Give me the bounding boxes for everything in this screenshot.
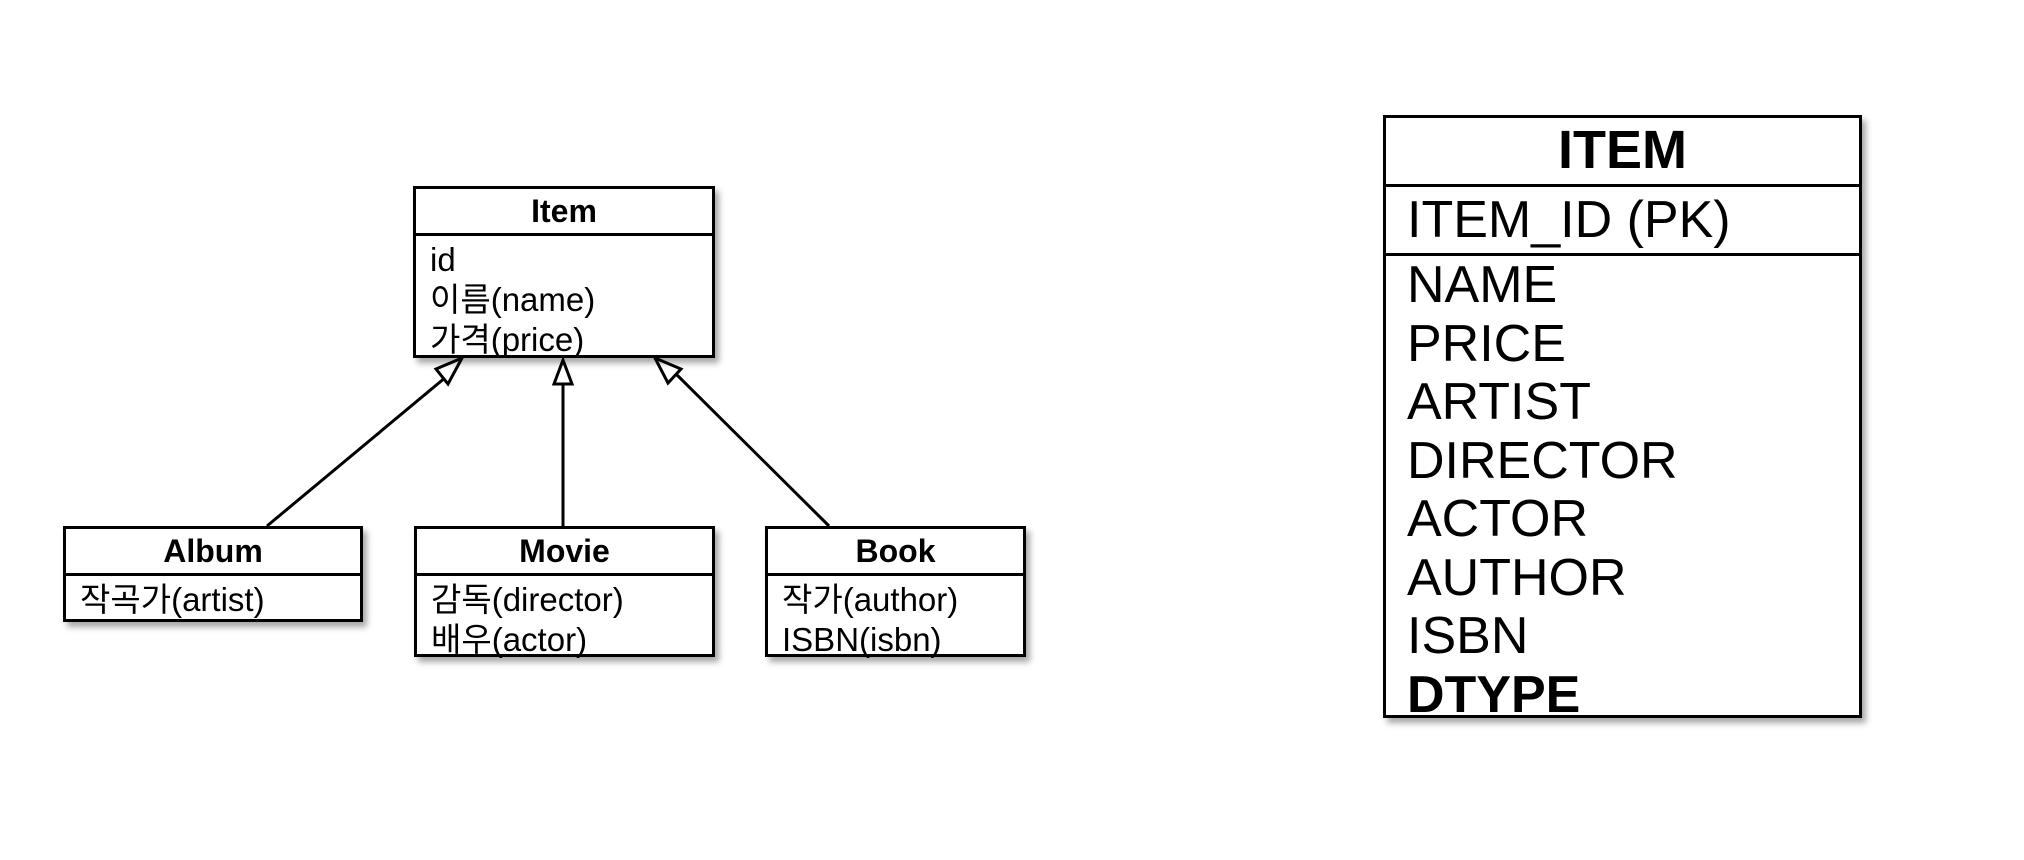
item-class-attributes: id 이름(name) 가격(price) [416, 236, 712, 360]
item-table-box: ITEM ITEM_ID (PK) NAME PRICE ARTIST DIRE… [1383, 115, 1862, 724]
book-attr-author: 작가(author) [782, 581, 959, 618]
column-author: AUTHOR [1407, 548, 1627, 607]
movie-class-attributes: 감독(director) 배우(actor) [417, 576, 712, 660]
column-isbn: ISBN [1407, 607, 1529, 665]
column-name: NAME [1407, 256, 1558, 314]
album-generalization-arrowhead [433, 354, 466, 387]
album-class-name: Album [66, 529, 360, 576]
movie-generalization-arrowhead [551, 355, 575, 386]
book-class-name: Book [768, 529, 1023, 576]
book-class-attributes: 작가(author) ISBN(isbn) [768, 576, 1023, 660]
movie-class-name: Movie [417, 529, 712, 576]
item-attr-price: 가격(price) [430, 321, 585, 358]
column-director: DIRECTOR [1407, 431, 1678, 490]
item-attr-id: id [430, 241, 456, 278]
column-artist: ARTIST [1407, 373, 1591, 431]
album-class-attributes: 작곡가(artist) [66, 576, 360, 620]
item-class-box: Item id 이름(name) 가격(price) [413, 186, 715, 358]
item-table-columns: NAME PRICE ARTIST DIRECTOR ACTOR AUTHOR … [1386, 256, 1859, 724]
column-price: PRICE [1407, 314, 1566, 373]
item-table-primary-key: ITEM_ID (PK) [1386, 187, 1859, 256]
item-attr-name: 이름(name) [430, 281, 596, 318]
book-attr-isbn: ISBN(isbn) [782, 621, 942, 658]
movie-class-box: Movie 감독(director) 배우(actor) [414, 526, 715, 660]
album-class-box: Album 작곡가(artist) [63, 526, 363, 622]
book-inheritance-line [673, 371, 831, 528]
movie-attr-actor: 배우(actor) [431, 621, 588, 658]
item-table-name: ITEM [1386, 118, 1859, 187]
item-class-name: Item [416, 189, 712, 236]
album-attr-artist: 작곡가(artist) [80, 581, 265, 618]
album-inheritance-line [266, 370, 453, 528]
column-dtype: DTYPE [1407, 665, 1581, 724]
column-actor: ACTOR [1407, 490, 1589, 548]
book-generalization-arrowhead [651, 354, 684, 386]
movie-attr-director: 감독(director) [431, 581, 624, 618]
book-class-box: Book 작가(author) ISBN(isbn) [765, 526, 1026, 660]
